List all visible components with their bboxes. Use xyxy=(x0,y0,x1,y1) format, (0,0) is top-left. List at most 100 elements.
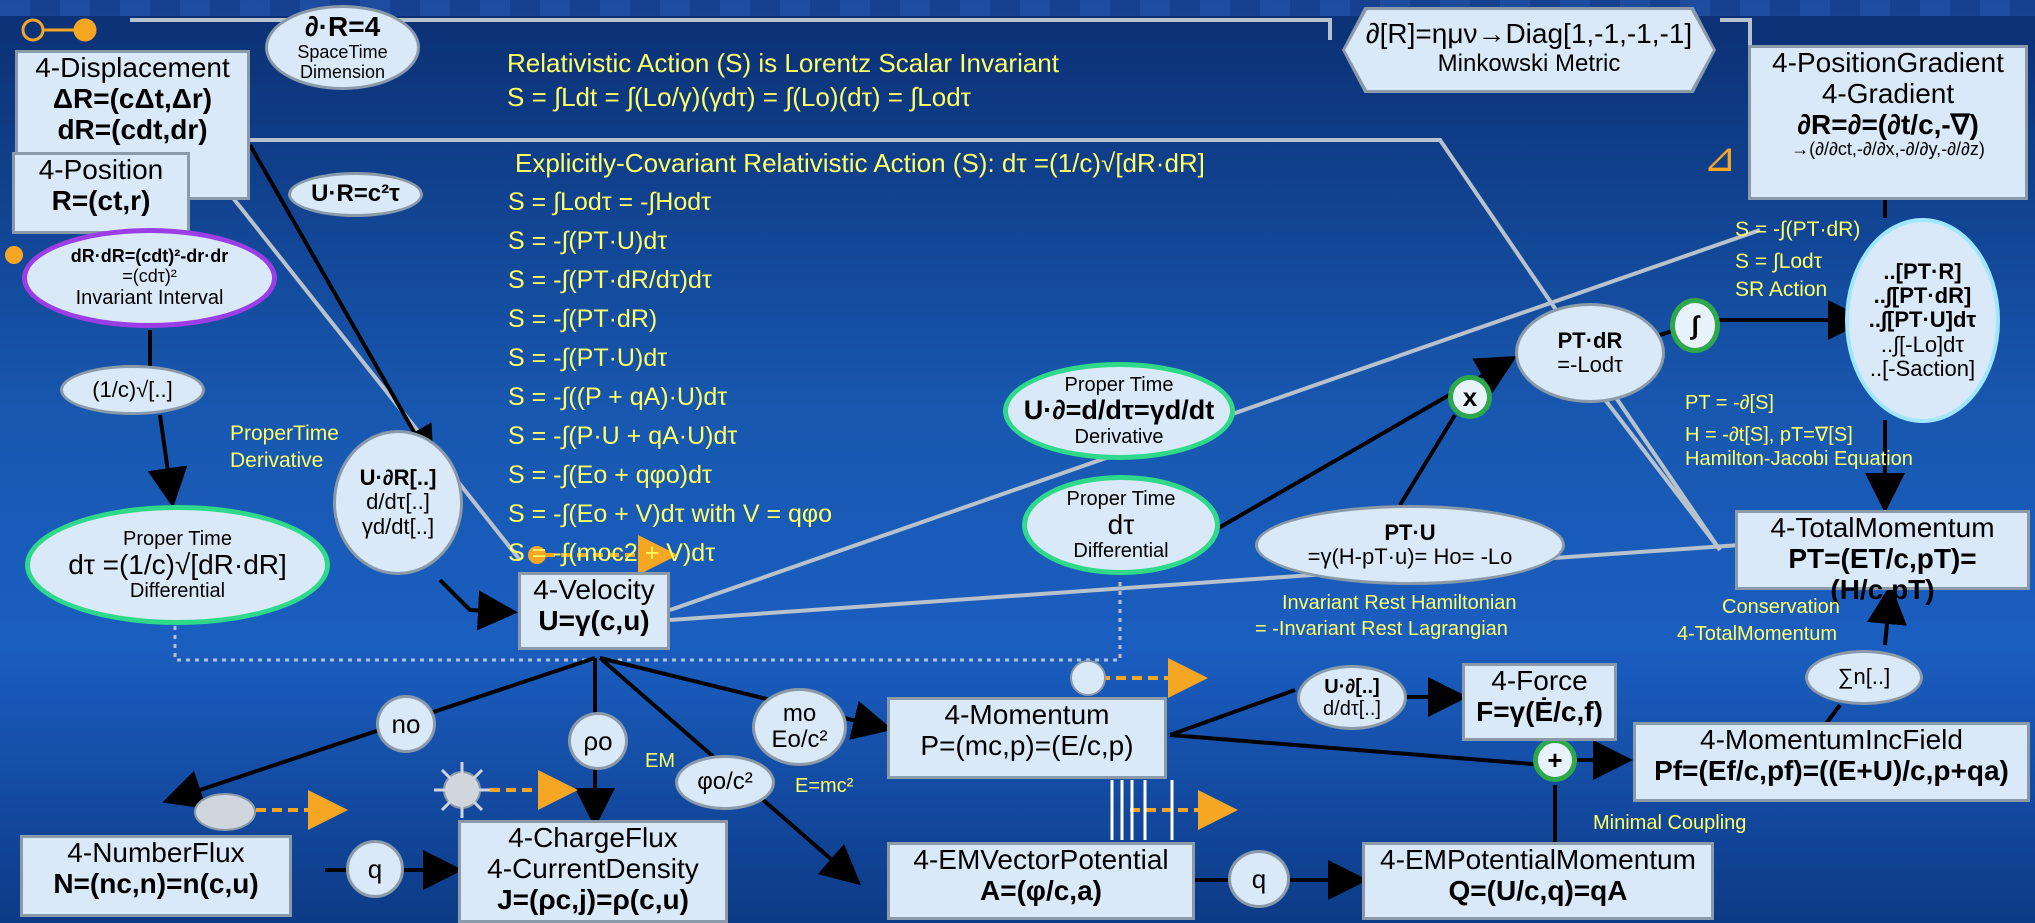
ptdtau-label: Proper Time xyxy=(1066,487,1176,510)
minkowski-label: Minkowski Metric xyxy=(1437,50,1621,77)
derivs-line-1: U·∂R[..] xyxy=(359,465,437,491)
rest-energy: Eo/c² xyxy=(771,726,828,753)
dimension-label-1: SpaceTime xyxy=(297,42,388,63)
total-momentum-formula: PT=(ET/c,pT)=(H/c,pT) xyxy=(1788,542,1977,605)
hj-line-2: H = -∂t[S], pT=∇[S] xyxy=(1685,424,1853,446)
force-box: 4-Force F=γ(Ė/c,f) xyxy=(1462,663,1617,741)
q-bubble-1: q xyxy=(346,840,404,898)
minimal-coupling-label: Minimal Coupling xyxy=(1593,812,1747,834)
sr-action-line-2: S = ∫Lodτ xyxy=(1735,250,1823,273)
total-momentum-title: 4-TotalMomentum xyxy=(1770,512,1995,543)
ir-line: ..∫[PT·dR] xyxy=(1873,283,1972,309)
ptder-label: Proper Time xyxy=(1064,374,1174,397)
ir-line: ..∫[-Lo]dτ xyxy=(1880,331,1965,357)
q-symbol: q xyxy=(367,853,383,884)
integral-results-bubble: ..[PT·R] ..∫[PT·dR] ..∫[PT·U]dτ ..∫[-Lo]… xyxy=(1845,218,2000,423)
position-formula: R=(ct,r) xyxy=(51,184,151,216)
ud-bubble: U·∂[..] d/dτ[..] xyxy=(1297,665,1407,730)
gradient-title: 4-PositionGradient xyxy=(1772,47,2004,78)
em-potential-momentum-formula: Q=(U/c,q)=qA xyxy=(1448,874,1628,906)
rho0-bubble: ρo xyxy=(568,712,628,770)
force-formula: F=γ(Ė/c,f) xyxy=(1476,695,1603,727)
n0-bubble: no xyxy=(376,695,436,753)
action-line: S = -∫(PT·U)dτ xyxy=(508,227,668,255)
em-vector-potential-box: 4-EMVectorPotential A=(φ/c,a) xyxy=(887,842,1195,920)
em-vector-potential-title: 4-EMVectorPotential xyxy=(913,844,1169,875)
phi0-bubble: φo/c² xyxy=(675,755,775,810)
invariant-interval-bubble: dR·dR=(cdt)²-dr·dr =(cdτ)² Invariant Int… xyxy=(22,228,277,328)
em-potential-momentum-box: 4-EMPotentialMomentum Q=(U/c,q)=qA xyxy=(1362,842,1714,920)
momentum-inc-field-title: 4-MomentumIncField xyxy=(1700,724,1963,755)
gradient-formula: ∂R=∂=(∂t/c,-∇) xyxy=(1797,108,1979,140)
em-label: EM xyxy=(645,750,675,772)
ptd-sublabel: Differential xyxy=(129,580,226,603)
action-line: S = -∫(P·U + qA·U)dτ xyxy=(508,422,738,450)
sqrt-formula: (1/c)√[..] xyxy=(92,376,173,402)
conservation-label-2: 4-TotalMomentum xyxy=(1677,623,1838,645)
action-line: S = -∫(PT·U)dτ xyxy=(508,344,668,372)
rest-mass: mo xyxy=(782,699,817,727)
em-vector-potential-formula: A=(φ/c,a) xyxy=(980,874,1102,906)
action-derivation-list: S = ∫Lodτ = -∫Hodτ S = -∫(PT·U)dτ S = -∫… xyxy=(508,183,832,573)
proper-time-dtau-bubble: Proper Time dτ Differential xyxy=(1022,475,1220,575)
action-line: S = -∫(moc2 + V)dτ xyxy=(508,539,716,567)
ur-bubble: U·R=c²τ xyxy=(288,172,423,217)
ud-line-2: d/dτ[..] xyxy=(1323,697,1381,720)
action-line: S = ∫Lodτ = -∫Hodτ xyxy=(508,188,712,216)
action-line: S = -∫((P + qA)·U)dτ xyxy=(508,383,728,411)
invariant-rest-hamiltonian-label: Invariant Rest Hamiltonian xyxy=(1282,592,1517,614)
momentum-inc-field-formula: Pf=(Ef/c,pf)=((E+U)/c,p+qa) xyxy=(1654,754,2009,786)
dimension-label-2: Dimension xyxy=(299,61,386,82)
current-density-title: 4-CurrentDensity xyxy=(487,852,699,884)
position-gradient-box: 4-PositionGradient 4-Gradient ∂R=∂=(∂t/c… xyxy=(1748,45,2028,200)
charge-flux-title: 4-ChargeFlux xyxy=(508,822,678,853)
ptd-label: Proper Time xyxy=(123,527,232,550)
phi0-formula: φo/c² xyxy=(697,768,753,796)
ptdtau-formula: dτ xyxy=(1107,508,1135,540)
covariant-action-title: Explicitly-Covariant Relativistic Action… xyxy=(515,148,1205,178)
ir-line: ..[-Saction] xyxy=(1869,355,1976,381)
action-equation: S = ∫Ldt = ∫(Lo/γ)(γdτ) = ∫(Lo)(dτ) = ∫L… xyxy=(507,82,971,112)
hj-line-1: PT = -∂[S] xyxy=(1685,392,1774,414)
derivatives-bubble: U·∂R[..] d/dτ[..] γd/dt[..] xyxy=(333,430,463,575)
ud-line-1: U·∂[..] xyxy=(1324,675,1380,698)
proper-time-differential-bubble: Proper Time dτ =(1/c)√[dR·dR] Differenti… xyxy=(25,505,330,625)
velocity-formula: U=γ(c,u) xyxy=(538,604,650,636)
conservation-label-1: Conservation xyxy=(1722,596,1840,618)
triangle-icon: ⊿ xyxy=(1703,136,1737,180)
momentum-inc-field-box: 4-MomentumIncField Pf=(Ef/c,pf)=((E+U)/c… xyxy=(1633,722,2030,802)
gradient-components: →(∂/∂ct,-∂/∂x,-∂/∂y,-∂/∂z) xyxy=(1791,139,1985,160)
plus-node: + xyxy=(1533,738,1577,782)
velocity-title: 4-Velocity xyxy=(533,574,655,605)
sun-icon xyxy=(434,762,490,818)
rest-mass-bubble: mo Eo/c² xyxy=(752,688,847,766)
ir-line: ..[PT·R] xyxy=(1883,259,1962,285)
ptdr-title: PT·dR xyxy=(1557,327,1623,353)
charge-flux-box: 4-ChargeFlux 4-CurrentDensity J=(ρc,j)=ρ… xyxy=(458,820,728,923)
ptd-formula: dτ =(1/c)√[dR·dR] xyxy=(68,548,287,580)
minkowski-metric-box: ∂[R]=ημν→Diag[1,-1,-1,-1] Minkowski Metr… xyxy=(1345,10,1713,90)
ur-formula: U·R=c²τ xyxy=(311,180,400,208)
sr-action-label: SR Action xyxy=(1735,278,1828,301)
displacement-delta: ΔR=(cΔt,Δr) xyxy=(52,82,213,114)
derivs-line-2: d/dτ[..] xyxy=(366,489,430,515)
position-box: 4-Position R=(ct,r) xyxy=(12,152,190,234)
total-momentum-box: 4-TotalMomentum PT=(ET/c,pT)=(H/c,pT) xyxy=(1735,510,2030,604)
em-potential-momentum-title: 4-EMPotentialMomentum xyxy=(1380,844,1696,875)
number-flux-title: 4-NumberFlux xyxy=(67,837,245,868)
multiply-node: x xyxy=(1448,375,1492,419)
action-line: S = -∫(PT·dR) xyxy=(508,305,658,333)
action-line: S = -∫(Eo + qφo)dτ xyxy=(508,461,712,489)
ir-line: ..∫[PT·U]dτ xyxy=(1868,307,1977,333)
gradient-subtitle: 4-Gradient xyxy=(1821,77,1955,109)
rho0-formula: ρo xyxy=(583,725,613,756)
ptder-sublabel: Derivative xyxy=(1074,425,1164,448)
velocity-box: 4-Velocity U=γ(c,u) xyxy=(518,572,670,650)
proper-time-derivative-bubble: Proper Time U·∂=d/dτ=γd/dt Derivative xyxy=(1003,362,1235,460)
charge-flux-formula: J=(ρc,j)=ρ(c,u) xyxy=(497,883,689,915)
number-flux-formula: N=(nc,n)=n(c,u) xyxy=(53,867,259,899)
sum-bubble: ∑n[..] xyxy=(1805,650,1923,705)
derivs-line-3: γd/dt[..] xyxy=(361,513,435,539)
minkowski-formula: ∂[R]=ημν→Diag[1,-1,-1,-1] xyxy=(1365,18,1693,49)
spacetime-dimension-bubble: ∂·R=4 SpaceTime Dimension xyxy=(265,5,420,90)
